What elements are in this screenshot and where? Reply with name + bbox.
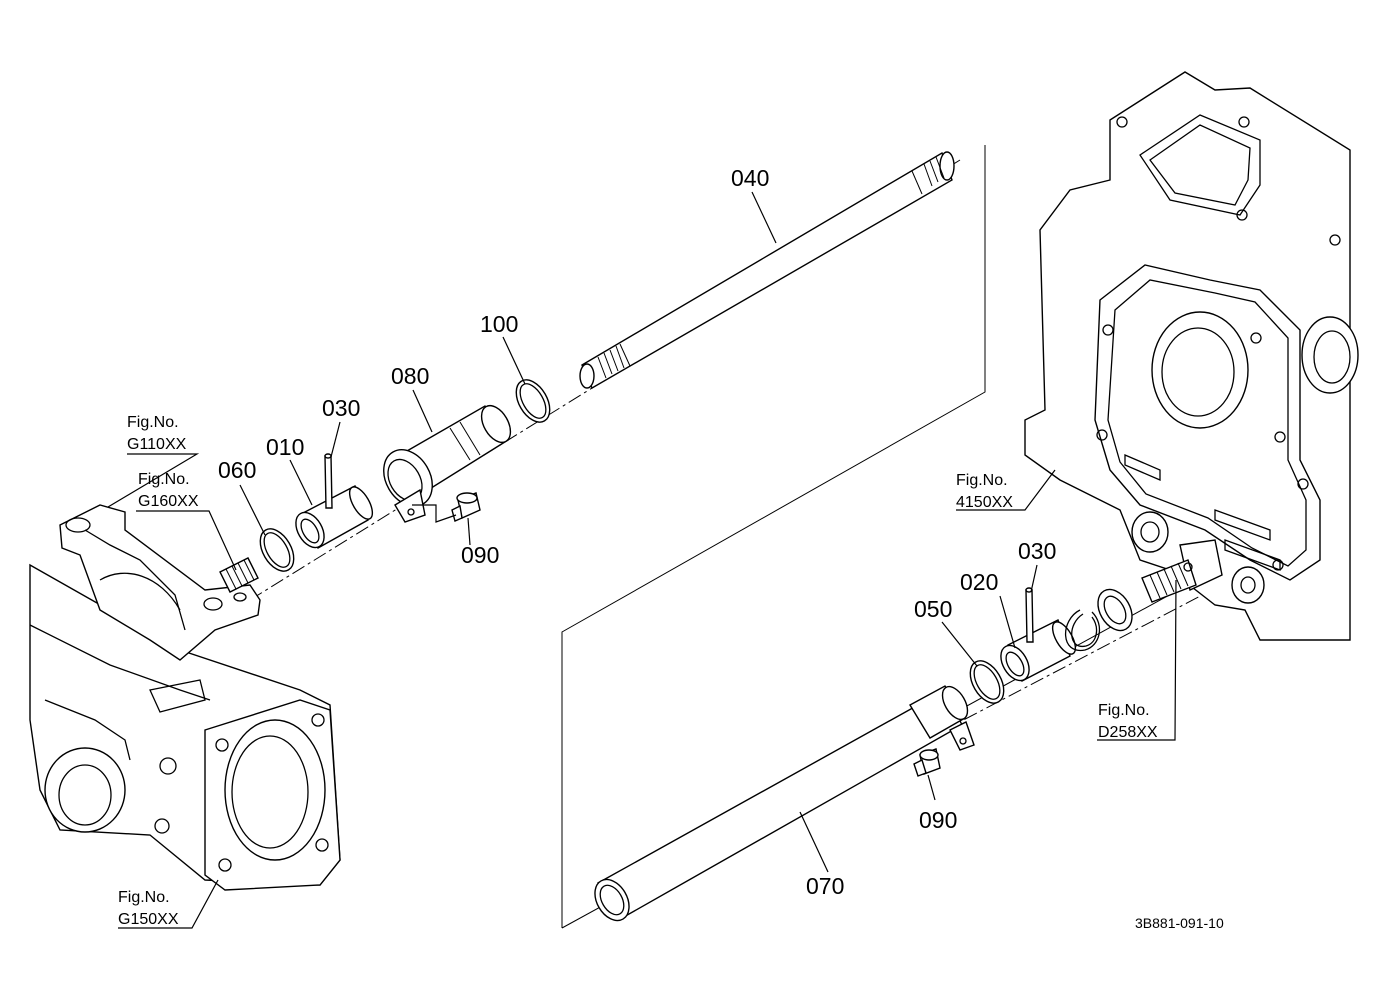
part-labels: 040 100 080 030 010 060 090 030 020 050 … [218,165,1056,899]
figref-g160-label: Fig.No. [138,471,190,488]
part-030-pin-bottom [1025,587,1034,643]
part-100-o-ring [515,379,551,423]
label-080: 080 [391,363,429,389]
label-040: 040 [731,165,769,191]
label-070: 070 [806,873,844,899]
leader-lines [107,191,1177,929]
part-030-pin-top [324,453,333,509]
figref-d258-code: D258XX [1098,724,1158,741]
label-100: 100 [480,311,518,337]
axle-bracket [59,504,261,661]
figure-references: Fig.No. G110XX Fig.No. G160XX Fig.No. 41… [118,414,1158,928]
figref-4150-label: Fig.No. [956,472,1008,489]
right-housing [1024,71,1359,641]
label-050: 050 [914,596,952,622]
figref-g150-label: Fig.No. [118,889,170,906]
left-housing [29,563,341,891]
part-080-collar [383,404,512,523]
part-040-shaft [579,151,955,389]
part-060-o-ring [259,528,295,572]
figref-g160-code: G160XX [138,493,199,510]
figref-d258-label: Fig.No. [1098,702,1150,719]
part-050-o-ring [969,660,1005,704]
label-020: 020 [960,569,998,595]
part-020-sleeve [1000,619,1077,682]
label-090-bottom: 090 [919,807,957,833]
label-010: 010 [266,434,304,460]
snap-ring [1064,609,1101,652]
figref-g110-label: Fig.No. [127,414,179,431]
drawing-code: 3B881-091-10 [1135,915,1224,931]
label-090-top: 090 [461,542,499,568]
figref-g150-code: G150XX [118,911,179,928]
label-030-bottom: 030 [1018,538,1056,564]
label-030-top: 030 [322,395,360,421]
figref-4150-code: 4150XX [956,494,1013,511]
figref-g110-code: G110XX [127,436,187,453]
part-070-tube [594,685,975,922]
label-060: 060 [218,457,256,483]
part-010-sleeve [295,485,374,549]
bearing [1097,588,1133,632]
part-090-plug-top [412,492,481,523]
splined-stub [219,557,259,593]
part-090-plug-bottom [913,748,941,777]
